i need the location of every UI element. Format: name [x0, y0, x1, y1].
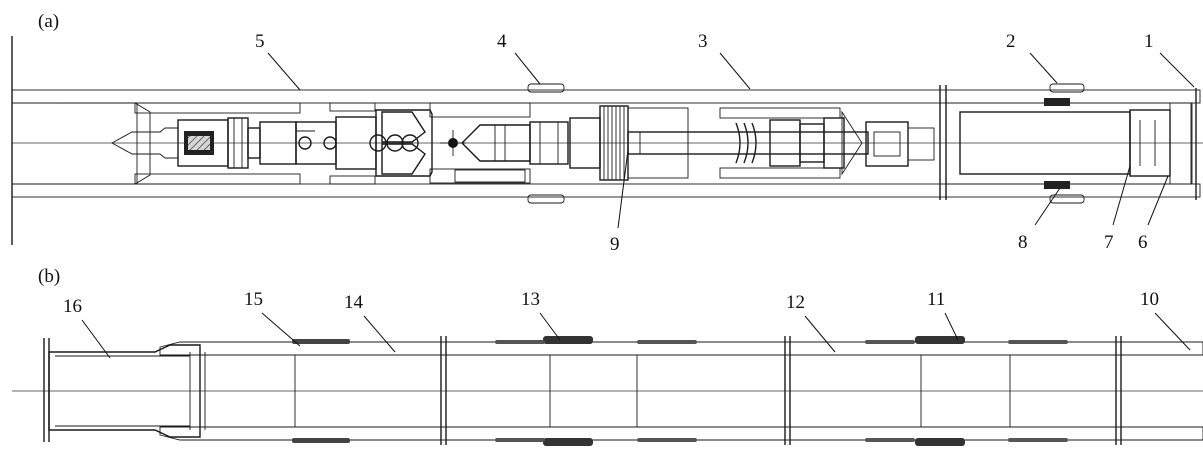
- callout-6: 6: [1138, 232, 1148, 253]
- jaw-lower: [381, 143, 426, 175]
- bristle-brush: [907, 127, 935, 161]
- callout-8: 8: [1018, 232, 1028, 253]
- callout-3: 3: [698, 31, 708, 52]
- inner-sleeve-bottom: [134, 173, 301, 185]
- coupling-11-bottom: [915, 438, 965, 446]
- collar-ring-top: [527, 83, 565, 93]
- callout-14: 14: [344, 292, 364, 313]
- outer-tube-top-wall: [11, 89, 1201, 104]
- connector-head: [865, 121, 909, 167]
- end-plug-6: [1169, 102, 1193, 185]
- callout-12: 12: [786, 292, 805, 313]
- inner-sleeve-top: [134, 102, 301, 114]
- tube-top-wall: [159, 341, 1203, 356]
- panel-b-label: (b): [38, 266, 60, 287]
- seal-ring-bottom: [1044, 181, 1070, 189]
- callout-7: 7: [1104, 232, 1114, 253]
- coupling-11-top: [915, 336, 965, 344]
- left-bore: [11, 102, 138, 185]
- coupling-13-bottom: [543, 438, 593, 446]
- callout-4: 4: [497, 31, 507, 52]
- jaw-upper: [381, 111, 426, 143]
- callout-5: 5: [255, 31, 265, 52]
- callout-10: 10: [1140, 289, 1159, 310]
- callout-1: 1: [1144, 31, 1154, 52]
- panel-a-label: (a): [38, 11, 59, 32]
- callout-2: 2: [1006, 31, 1016, 52]
- callout-15: 15: [244, 289, 263, 310]
- seal-ring-top: [1044, 98, 1070, 106]
- callout-13: 13: [521, 289, 540, 310]
- panel-a: (a): [11, 11, 1203, 255]
- coupling-13-top: [543, 336, 593, 344]
- callout-11: 11: [927, 289, 945, 310]
- panel-b: (b): [12, 266, 1203, 446]
- callout-16: 16: [63, 296, 82, 317]
- hex-nut: [529, 121, 569, 165]
- callout-9: 9: [610, 234, 620, 255]
- outer-tube-bottom-wall: [11, 183, 1201, 198]
- collar-ring-bottom: [527, 194, 565, 204]
- tube-bottom-wall: [159, 426, 1203, 441]
